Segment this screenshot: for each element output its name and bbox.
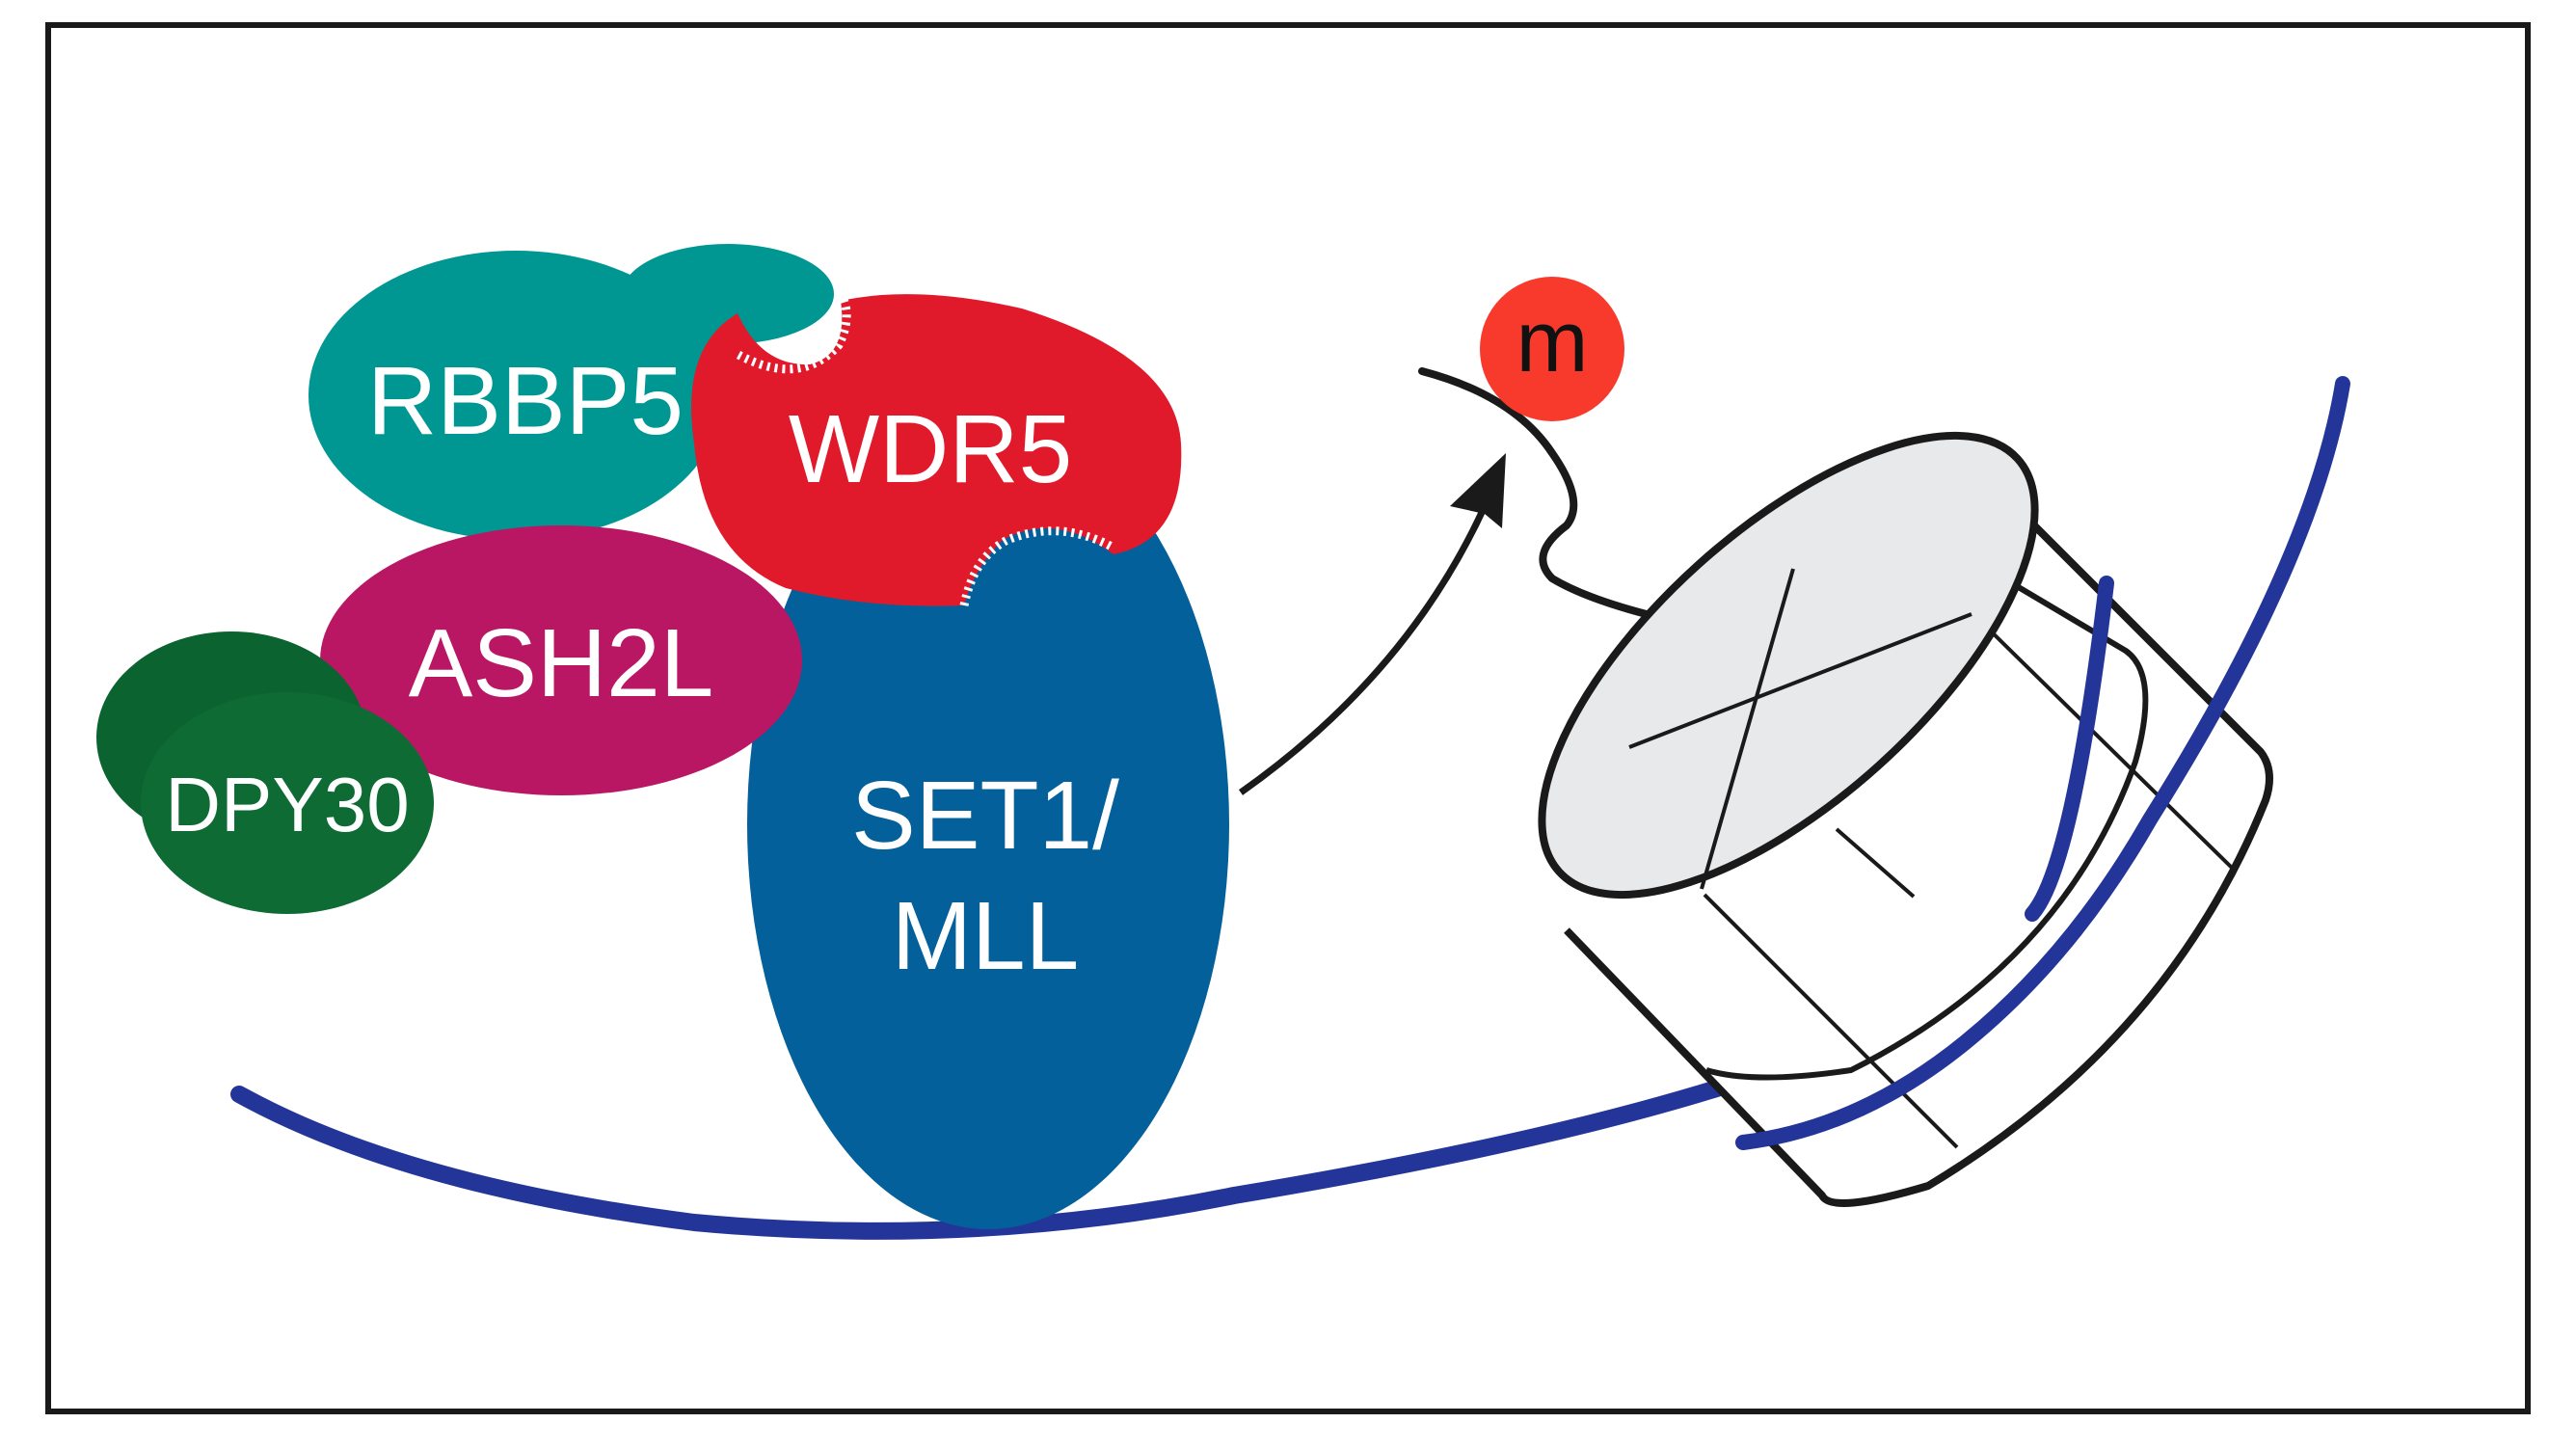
ash2l-label: ASH2L xyxy=(409,609,714,717)
wdr5-label: WDR5 xyxy=(789,395,1072,503)
set1-mll-protein xyxy=(747,419,1229,1229)
nucleosome-panel-lines xyxy=(1703,615,2234,1149)
ash2l-protein xyxy=(320,525,802,795)
set1-label-line1: SET1/ xyxy=(851,762,1119,870)
dna-wrap-outer xyxy=(1735,376,2350,1150)
methyl-mark xyxy=(1480,277,1624,421)
figure-frame xyxy=(45,22,2531,1414)
set1-label-line2: MLL xyxy=(892,882,1080,990)
dna-wrap-inner xyxy=(2025,576,2114,922)
nucleosome xyxy=(1538,431,2273,1207)
nucleosome-top-face xyxy=(1538,431,2039,900)
wdr5-protein xyxy=(691,294,1182,606)
dpy30-protein xyxy=(96,631,434,914)
dpy30-label: DPY30 xyxy=(165,762,409,847)
methylation-arrow xyxy=(1238,504,1489,795)
arrow-head xyxy=(1450,453,1506,528)
rbbp5-label: RBBP5 xyxy=(367,347,684,455)
histone-tail xyxy=(1418,367,1715,632)
methyl-label: m xyxy=(1516,294,1589,390)
wdr5-rbbp5-interface xyxy=(736,295,851,374)
rbbp5-protein xyxy=(309,244,834,540)
